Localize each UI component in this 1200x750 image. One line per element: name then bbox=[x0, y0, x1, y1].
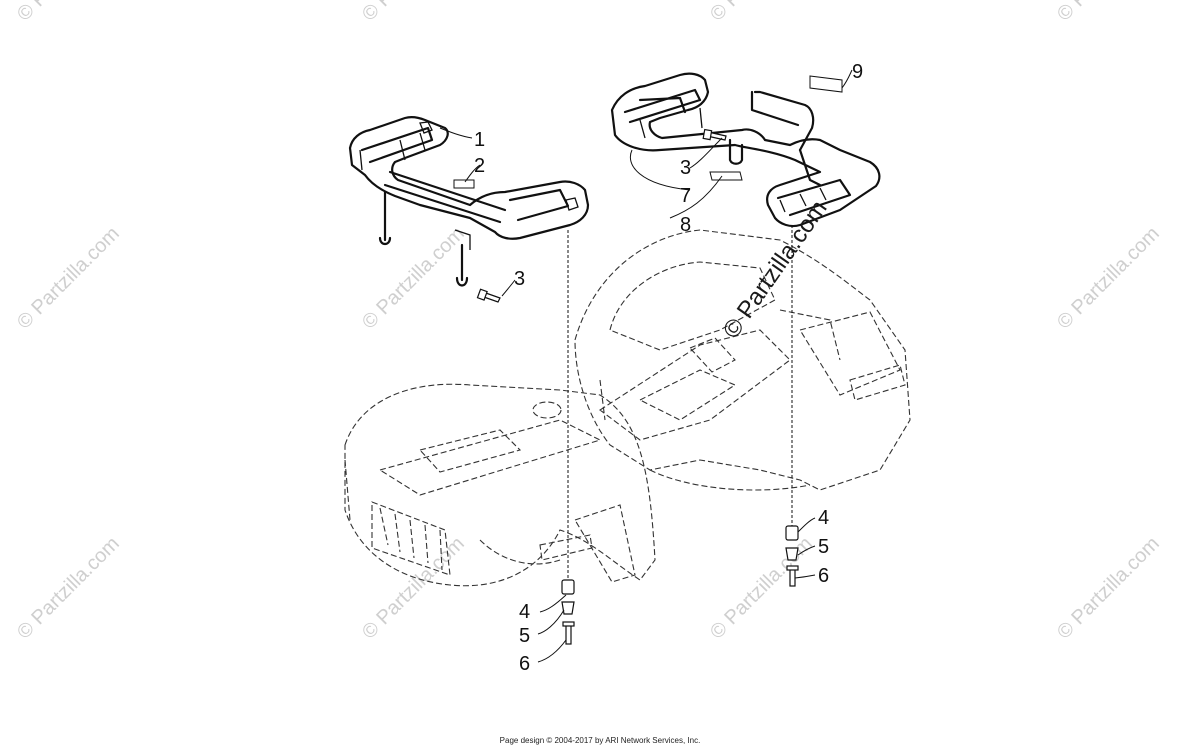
watermark-text: © Partzilla.com bbox=[358, 0, 469, 26]
decal-part bbox=[709, 171, 743, 181]
front-rack bbox=[348, 116, 590, 287]
watermark-text: © Partzilla.com bbox=[706, 0, 817, 26]
callout-4-rear: 4 bbox=[818, 507, 829, 529]
grommet-part bbox=[785, 525, 799, 541]
rear-body-panel bbox=[574, 229, 911, 491]
bushing-part bbox=[561, 601, 575, 615]
watermark-text: © Partzilla.com bbox=[1053, 533, 1164, 644]
decal-part bbox=[809, 75, 843, 93]
grommet-part bbox=[561, 579, 575, 595]
callout-labels: 1 2 3 3 7 8 9 4 5 6 4 5 6 bbox=[474, 61, 863, 675]
page-footer: Page design © 2004-2017 by ARI Network S… bbox=[499, 736, 701, 745]
callout-2: 2 bbox=[474, 155, 485, 177]
rear-rack bbox=[610, 72, 881, 228]
callout-8: 8 bbox=[680, 214, 691, 236]
screw-head bbox=[786, 565, 799, 571]
bolt-head bbox=[476, 288, 488, 301]
watermark-text: © Partzilla.com bbox=[13, 533, 124, 644]
watermark-text: © Partzilla.com bbox=[358, 223, 469, 334]
watermark-text: © Partzilla.com bbox=[13, 0, 124, 26]
bushing-part bbox=[785, 547, 799, 561]
callout-5-front: 5 bbox=[519, 625, 530, 647]
watermark-grid: © Partzilla.com © Partzilla.com © Partzi… bbox=[13, 0, 1164, 644]
callout-9: 9 bbox=[852, 61, 863, 83]
leader-lines bbox=[439, 69, 853, 663]
callout-1: 1 bbox=[474, 129, 485, 151]
watermark-text: © Partzilla.com bbox=[1053, 0, 1164, 26]
watermark-text: © Partzilla.com bbox=[706, 533, 817, 644]
screw-head bbox=[562, 621, 575, 627]
hardware bbox=[453, 75, 843, 645]
callout-3-front: 3 bbox=[514, 268, 525, 290]
callout-4-front: 4 bbox=[519, 601, 530, 623]
callout-5-rear: 5 bbox=[818, 536, 829, 558]
callout-6-front: 6 bbox=[519, 653, 530, 675]
bolt-head bbox=[702, 128, 713, 141]
callout-3-rear: 3 bbox=[680, 157, 691, 179]
front-body-panel bbox=[344, 383, 656, 587]
assembly-axes bbox=[567, 225, 793, 580]
callout-6-rear: 6 bbox=[818, 565, 829, 587]
decal-part bbox=[453, 179, 475, 189]
screw-part bbox=[565, 623, 572, 645]
callout-7: 7 bbox=[680, 185, 691, 207]
watermark-text: © Partzilla.com bbox=[13, 223, 124, 334]
screw-part bbox=[789, 567, 796, 587]
watermark-text: © Partzilla.com bbox=[1053, 223, 1164, 334]
